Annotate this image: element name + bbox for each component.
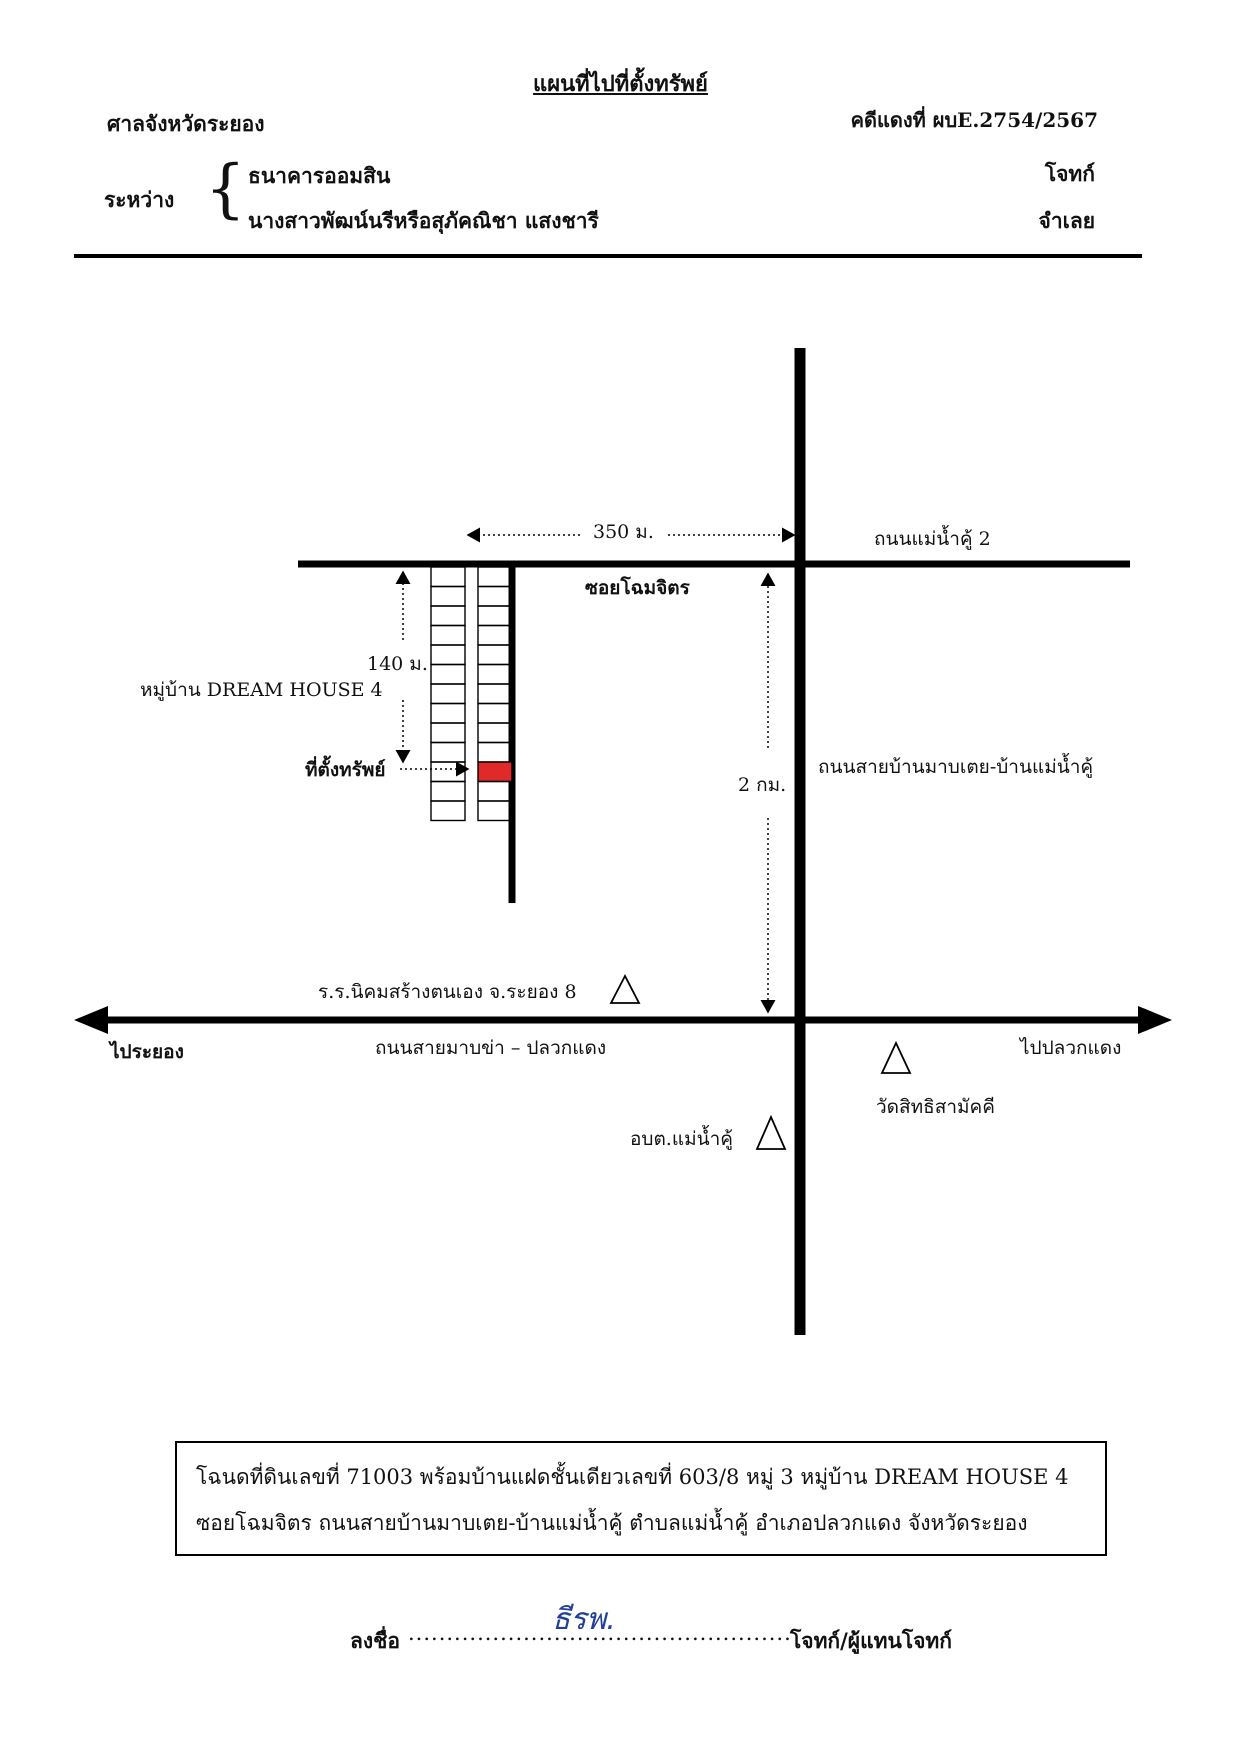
village-plot	[430, 722, 466, 744]
parties-brace: {	[205, 152, 246, 226]
defendant-name: นางสาวพัฒน์นรีหรือสุภัคณิชา แสงชารี	[248, 208, 599, 233]
property-label: ที่ตั้งทรัพย์	[305, 755, 386, 781]
temple-label: วัดสิทธิสามัคคี	[876, 1096, 995, 1118]
village-plot	[477, 566, 513, 588]
court-name: ศาลจังหวัดระยอง	[107, 111, 265, 136]
village-plot	[430, 644, 466, 666]
east-direction-label: ไปปลวกแดง	[1018, 1037, 1121, 1059]
village-depth-label: 140 ม.	[367, 653, 428, 675]
village-plot	[430, 780, 466, 802]
soi-length-label: 350 ม.	[593, 521, 654, 543]
village-label: หมู่บ้าน DREAM HOUSE 4	[140, 679, 383, 701]
sao-triangle-icon	[755, 1114, 787, 1150]
location-map: 350 ม. ถนนแม่น้ำคู้ 2 ซอยโฉมจิตร 140 ม. …	[74, 348, 1172, 1335]
village-plot	[430, 702, 466, 724]
village-plot	[477, 585, 513, 607]
deed-line-2: ซอยโฉมจิตร ถนนสายบ้านมาบเตย-บ้านแม่น้ำคู…	[196, 1511, 1028, 1535]
school-triangle-icon	[609, 974, 641, 1004]
village-plot	[477, 605, 513, 627]
village-plots	[430, 566, 513, 822]
village-plot	[430, 800, 466, 822]
village-plot	[477, 702, 513, 724]
east-arrow-head	[1138, 1006, 1172, 1034]
village-plot	[477, 800, 513, 822]
village-plot	[430, 741, 466, 763]
vertical-distance-label: 2 กม.	[738, 774, 786, 796]
village-plot	[430, 761, 466, 783]
handwritten-signature: ธีรพ.	[552, 1602, 616, 1637]
village-plot	[430, 566, 466, 588]
sao-label: อบต.แม่น้ำคู้	[630, 1125, 733, 1150]
signature-label: ลงชื่อ	[350, 1628, 400, 1653]
signature-role: โจทก์/ผู้แทนโจทก์	[790, 1628, 952, 1653]
village-plot	[477, 722, 513, 744]
village-plot	[430, 663, 466, 685]
header-divider	[74, 254, 1142, 258]
village-plot	[430, 605, 466, 627]
case-number: คดีแดงที่ ผบE.2754/2567	[850, 108, 1098, 132]
village-plot	[477, 741, 513, 763]
main-horizontal-road-label: ถนนสายมาบข่า – ปลวกแดง	[375, 1037, 606, 1059]
west-arrow-head	[74, 1006, 108, 1034]
north-road-label: ถนนแม่น้ำคู้ 2	[874, 525, 991, 550]
village-plot	[430, 624, 466, 646]
soi-label: ซอยโฉมจิตร	[585, 576, 691, 599]
deed-line-1: โฉนดที่ดินเลขที่ 71003 พร้อมบ้านแฝดชั้นเ…	[196, 1465, 1069, 1489]
village-plot	[477, 780, 513, 802]
village-plot	[430, 585, 466, 607]
village-plot	[477, 644, 513, 666]
plaintiff-role: โจทก์	[1044, 161, 1095, 186]
temple-triangle-icon	[880, 1040, 912, 1074]
signature-line: ........................................…	[408, 1621, 792, 1645]
main-vertical-road-label: ถนนสายบ้านมาบเตย-บ้านแม่น้ำคู้	[818, 753, 1093, 778]
document-title: แผนที่ไปที่ตั้งทรัพย์	[533, 71, 708, 97]
west-direction-label: ไประยอง	[108, 1040, 184, 1063]
deed-box	[175, 1441, 1107, 1556]
village-plot	[477, 624, 513, 646]
plaintiff-name: ธนาคารออมสิน	[248, 163, 391, 188]
village-plot	[430, 683, 466, 705]
property-plot	[477, 761, 513, 783]
village-plot	[477, 683, 513, 705]
school-label: ร.ร.นิคมสร้างตนเอง จ.ระยอง 8	[318, 981, 577, 1003]
village-plot	[477, 663, 513, 685]
defendant-role: จำเลย	[1038, 208, 1095, 233]
between-label: ระหว่าง	[104, 187, 175, 212]
